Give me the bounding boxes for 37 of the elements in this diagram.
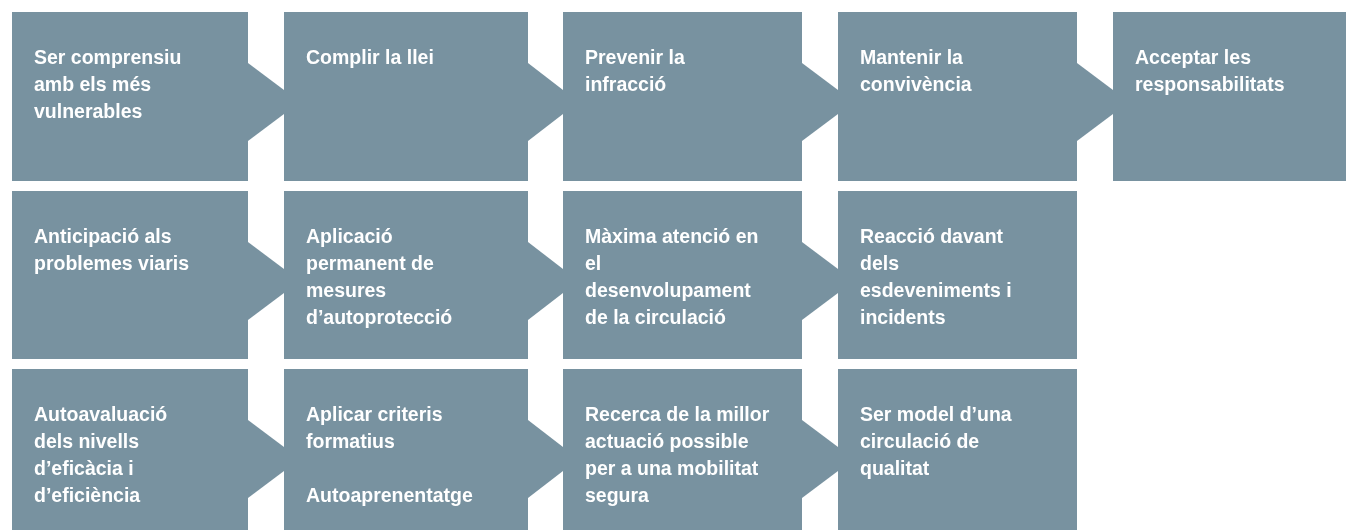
process-box bbox=[838, 191, 1077, 359]
chevron-connector bbox=[528, 420, 563, 498]
chevron-connector bbox=[248, 63, 284, 141]
process-box bbox=[12, 12, 248, 181]
chevron-connector bbox=[802, 242, 838, 320]
chevron-connector bbox=[802, 63, 838, 141]
box-text: Anticipació als problemes viaris bbox=[34, 224, 190, 276]
box-text: Recerca de la millor actuació possible per a una mobilitat segura bbox=[585, 402, 771, 508]
box-text: Autoavaluació dels nivells d’eficàcia i d’eficiència bbox=[34, 402, 169, 508]
process-box bbox=[838, 369, 1077, 530]
chevron-connector bbox=[248, 242, 284, 320]
box-text: Autoaprenentatge bbox=[306, 483, 474, 508]
chevron-connector bbox=[248, 420, 284, 498]
box-text: Acceptar les responsabilitats bbox=[1135, 45, 1286, 97]
process-box bbox=[12, 191, 248, 359]
box-text: Ser model d’una circulació de qualitat bbox=[860, 402, 1013, 481]
process-box bbox=[284, 369, 528, 530]
process-box bbox=[838, 12, 1077, 181]
process-box bbox=[1113, 12, 1346, 181]
process-box bbox=[563, 12, 802, 181]
box-text: Reacció davant dels esdeveniments i incidents bbox=[860, 224, 1013, 330]
process-box bbox=[563, 191, 802, 359]
box-text: Mantenir la convivència bbox=[860, 45, 973, 97]
box-text: Ser comprensiu amb els més vulnerables bbox=[34, 45, 183, 124]
box-text: Aplicar criteris formatius bbox=[306, 402, 444, 454]
box-text: Aplicació permanent de mesures d’autoprotecció bbox=[306, 224, 454, 330]
process-box bbox=[284, 12, 528, 181]
chevron-connector bbox=[1077, 63, 1113, 141]
box-text: Prevenir la infracció bbox=[585, 45, 686, 97]
box-text: Complir la llei bbox=[306, 45, 435, 70]
chevron-connector bbox=[802, 420, 838, 498]
process-box bbox=[563, 369, 802, 530]
box-text: Màxima atenció en el desenvolupament de la circulació bbox=[585, 224, 760, 330]
process-box bbox=[284, 191, 528, 359]
process-box bbox=[12, 369, 248, 530]
chevron-connector bbox=[528, 242, 563, 320]
chevron-connector bbox=[528, 63, 563, 141]
